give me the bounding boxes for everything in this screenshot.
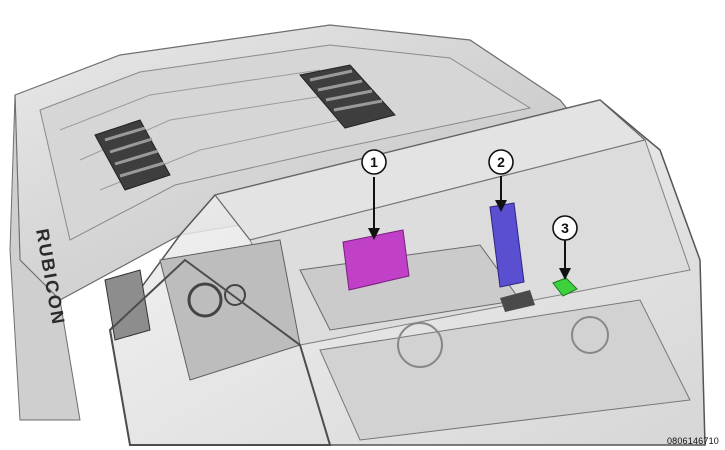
component-2 [489, 202, 525, 288]
side-mirror [104, 269, 151, 341]
vehicle-hood [14, 24, 602, 301]
callout-1-number: 1 [370, 154, 378, 170]
component-3 [552, 277, 578, 297]
callout-leaders [368, 176, 571, 280]
component-1 [342, 229, 410, 291]
vehicle-interior [159, 239, 691, 441]
callout-3-number: 3 [561, 220, 569, 236]
callout-2: 2 [488, 149, 514, 175]
callout-3: 3 [552, 215, 578, 241]
door-frame [108, 258, 332, 446]
hood-vent-right [299, 64, 396, 129]
callout-1: 1 [361, 149, 387, 175]
figure-id-label: 0806146710 [666, 436, 719, 446]
callout-2-number: 2 [497, 154, 505, 170]
hood-vent-left [94, 119, 171, 191]
